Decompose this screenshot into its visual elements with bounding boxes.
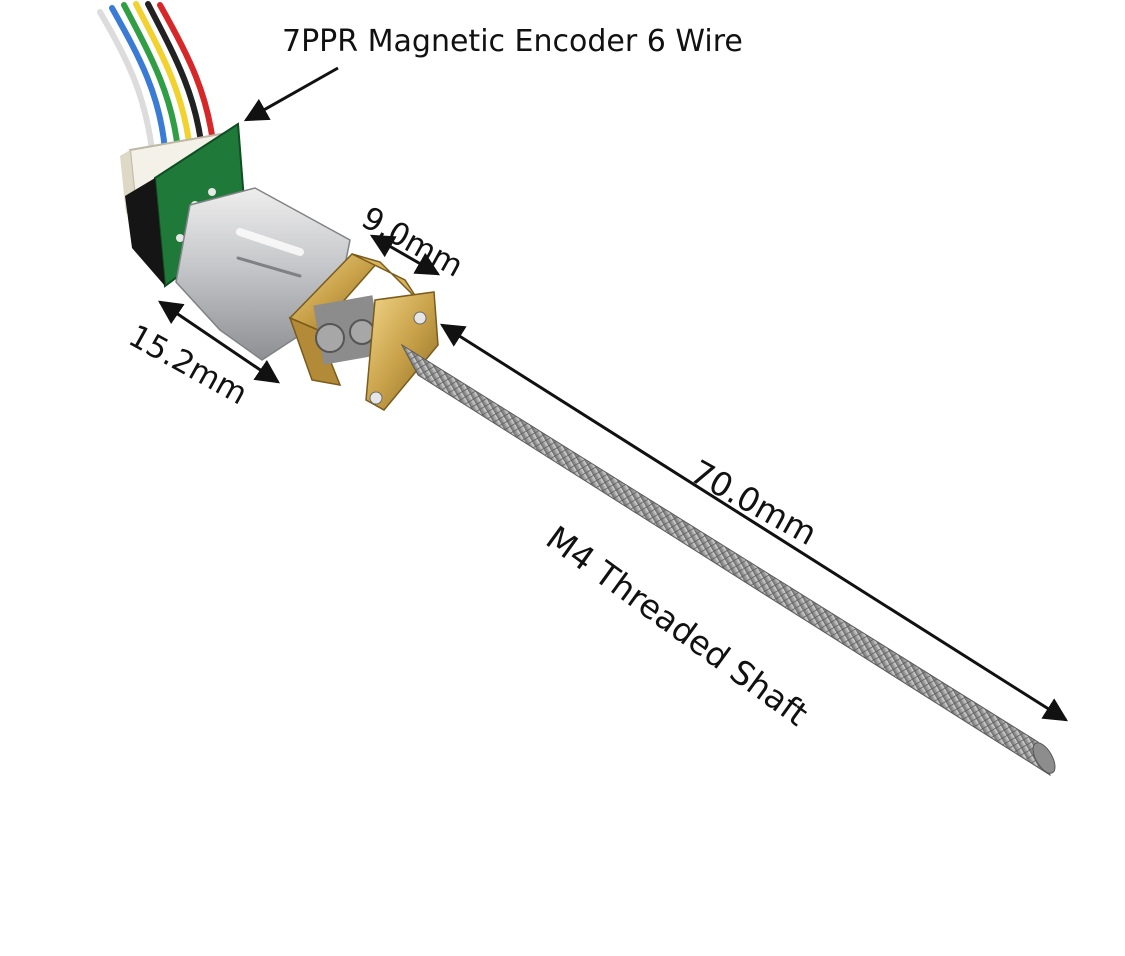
encoder-callout-arrow [243,66,339,122]
wire-bundle [97,1,217,153]
gearbox [288,253,439,411]
callout-arrows [158,66,1069,722]
motor-dimension-arrow [158,300,280,384]
gearbox-dimension-arrow [369,234,441,276]
encoder-label: 7PPR Magnetic Encoder 6 Wire [282,24,743,59]
shaft-dimension-arrow [439,323,1069,722]
threaded-shaft [400,343,1056,777]
